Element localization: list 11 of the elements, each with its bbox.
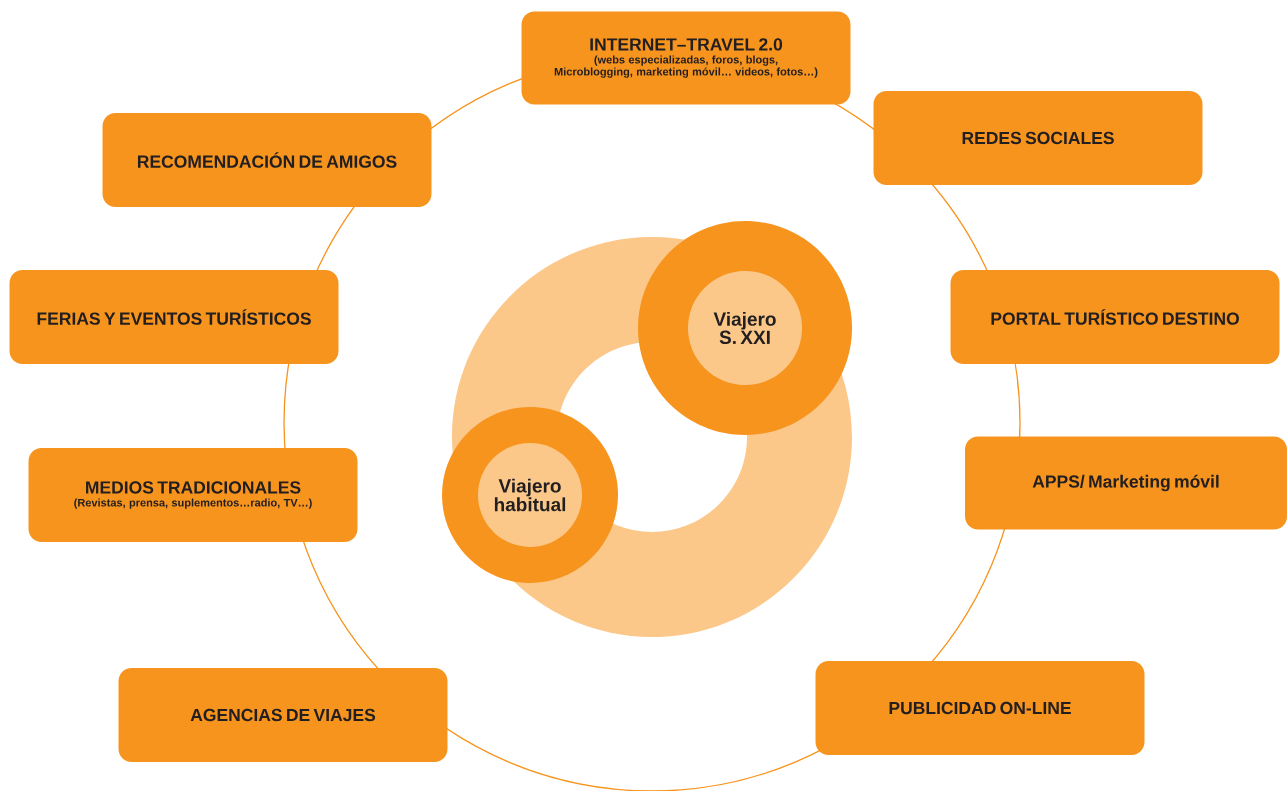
category-box: FERIAS Y EVENTOS TURÍSTICOS [9,270,339,364]
category-box: INTERNET–TRAVEL 2.0 (webs especializadas, foros, blogs, Microblogging, marketing móvil… videos, fotos…) [521,11,851,105]
category-box: PORTAL TURÍSTICO DESTINO [950,270,1280,364]
category-box: APPS/ Marketing móvil [965,436,1287,530]
traveller-ring: Viajero habitual [442,407,618,583]
category-box: AGENCIAS DE VIAJES [118,668,448,762]
traveller-ring: Viajero S. XXI [638,221,852,435]
category-box: MEDIOS TRADICIONALES (Revistas, prensa, suplementos…radio, TV…) [28,448,358,542]
category-box: REDES SOCIALES [873,91,1203,185]
category-box: RECOMENDACIÓN DE AMIGOS [102,113,432,207]
category-box: PUBLICIDAD ON-LINE [815,661,1145,755]
